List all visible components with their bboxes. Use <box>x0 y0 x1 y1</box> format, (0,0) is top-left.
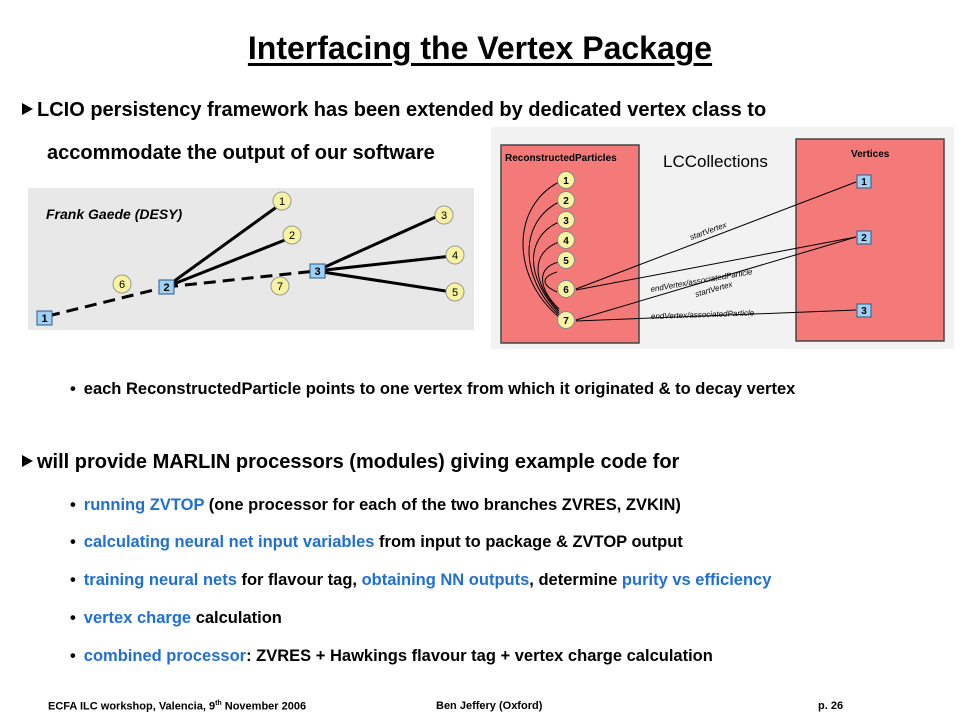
vertex-box-label: 1 <box>861 177 867 188</box>
marlin-items: •running ZVTOP (one processor for each o… <box>70 496 771 685</box>
dot-bullet-icon: • <box>70 647 76 665</box>
vertex-topology-figure: Frank Gaede (DESY) 1 2 3 1 <box>28 188 474 330</box>
list-item: •vertex charge calculation <box>70 609 282 627</box>
right-box-title: Vertices <box>851 149 890 160</box>
bullet-lcio: LCIO persistency framework has been exte… <box>22 99 766 122</box>
relation-label: endVertex/associatedParticle <box>651 308 755 321</box>
bullet-marlin: will provide MARLIN processors (modules)… <box>22 451 679 474</box>
particle-label: 3 <box>563 216 569 227</box>
list-item: •calculating neural net input variables … <box>70 533 683 551</box>
figure-caption: Frank Gaede (DESY) <box>46 206 183 222</box>
track-label: 6 <box>119 279 125 291</box>
vertex-boxes <box>36 263 326 326</box>
particle-label: 7 <box>563 316 569 327</box>
page-title: Interfacing the Vertex Package <box>247 30 713 66</box>
vertex-box-label: 3 <box>861 306 867 317</box>
track-label: 5 <box>452 287 458 299</box>
footer-event: ECFA ILC workshop, Valencia, 9th Novembe… <box>48 700 307 713</box>
dot-bullet-icon: • <box>70 380 76 398</box>
track-label: 7 <box>277 281 283 293</box>
track-label: 2 <box>289 230 295 242</box>
dot-bullet-icon: • <box>70 609 76 627</box>
list-item: •combined processor: ZVRES + Hawkings fl… <box>70 647 713 665</box>
arrow-bullet-icon <box>22 102 33 115</box>
arrow-bullet-icon <box>22 454 33 467</box>
bullet-lcio-line1: LCIO persistency framework has been exte… <box>37 99 767 121</box>
vertex-box-label: 2 <box>861 233 867 244</box>
track-label: 1 <box>279 196 285 208</box>
list-item: •training neural nets for flavour tag, o… <box>70 571 772 589</box>
vertex-label: 3 <box>314 266 320 278</box>
vertex-label: 1 <box>41 313 47 325</box>
list-item: •running ZVTOP (one processor for each o… <box>70 496 681 514</box>
vertex-label: 2 <box>163 282 169 294</box>
lccollections-svg: ReconstructedParticles LCCollections Ver… <box>500 138 945 344</box>
dot-bullet-icon: • <box>70 533 76 551</box>
particle-label: 2 <box>563 196 569 207</box>
particle-label: 1 <box>563 176 569 187</box>
track-label: 4 <box>452 250 458 262</box>
footer-author: Ben Jeffery (Oxford) <box>436 700 543 712</box>
track-label: 3 <box>441 210 447 222</box>
left-box-title: ReconstructedParticles <box>505 153 617 164</box>
particle-label: 5 <box>563 256 569 267</box>
vertex-topology-svg: 1 2 3 1 2 3 4 5 6 7 <box>36 191 465 326</box>
sub-bullet-particle: •each ReconstructedParticle points to on… <box>70 380 796 398</box>
bullet-lcio-line2: accommodate the output of our software <box>47 142 435 164</box>
dot-bullet-icon: • <box>70 496 76 514</box>
particle-label: 6 <box>563 285 569 296</box>
particle-label: 4 <box>563 236 569 247</box>
dot-bullet-icon: • <box>70 571 76 589</box>
center-title: LCCollections <box>663 152 768 171</box>
footer-page-number: p. 26 <box>818 700 844 712</box>
lccollections-figure: ReconstructedParticles LCCollections Ver… <box>491 127 954 349</box>
